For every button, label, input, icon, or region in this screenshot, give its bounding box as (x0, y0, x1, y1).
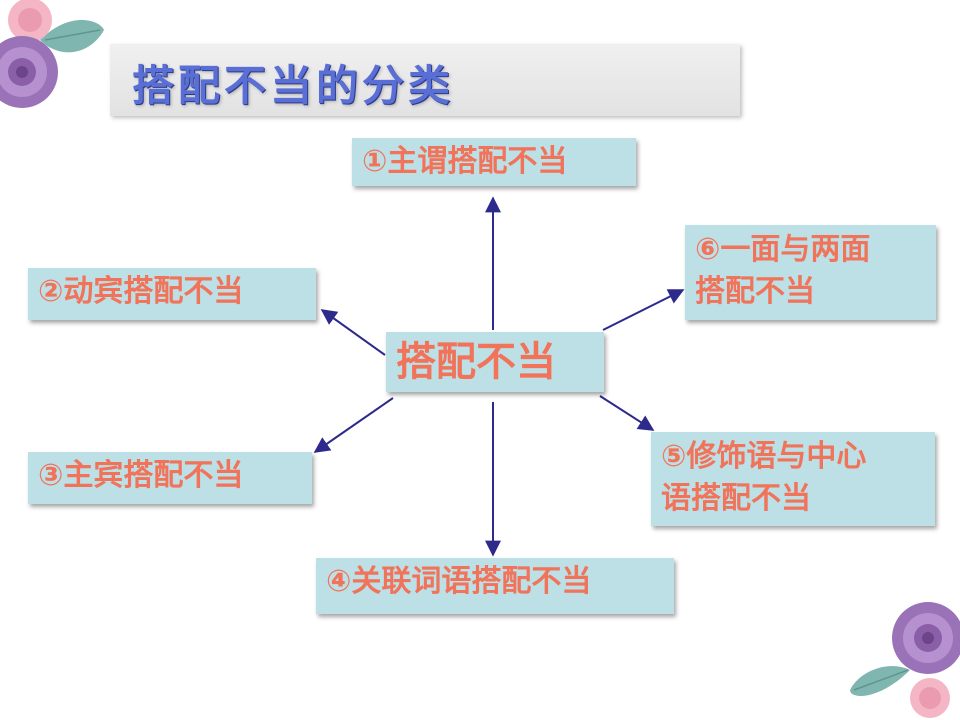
arrow-to-n3 (313, 397, 394, 453)
center-node: 搭配不当 (386, 332, 604, 392)
node-4-label: ④关联词语搭配不当 (326, 564, 592, 599)
node-verb-object: ②动宾搭配不当 (28, 268, 316, 320)
title-banner: 搭配不当的分类 (110, 44, 740, 116)
node-one-two-sides: ⑥一面与两面 搭配不当 (685, 225, 936, 320)
arrow-to-n5 (599, 395, 655, 431)
node-5-label-line1: ⑤修饰语与中心 (661, 439, 867, 474)
arrow-to-n6 (602, 289, 685, 331)
arrow-to-n2 (320, 309, 386, 356)
flower-decoration-bottom-right (850, 602, 960, 718)
node-6-label-line2: 搭配不当 (695, 274, 815, 309)
node-5-label-line2: 语搭配不当 (661, 481, 811, 516)
flower-decoration-top-left (0, 0, 104, 108)
node-subject-object: ③主宾搭配不当 (28, 452, 312, 504)
node-3-label: ③主宾搭配不当 (38, 458, 244, 493)
node-6-label-line1: ⑥一面与两面 (695, 232, 871, 267)
center-node-label: 搭配不当 (396, 339, 556, 385)
node-2-label: ②动宾搭配不当 (38, 274, 244, 309)
node-modifier-head: ⑤修饰语与中心 语搭配不当 (651, 432, 935, 526)
page-title: 搭配不当的分类 (132, 61, 455, 110)
node-subject-predicate: ①主谓搭配不当 (352, 138, 636, 186)
node-conjunction: ④关联词语搭配不当 (316, 558, 674, 614)
node-1-label: ①主谓搭配不当 (362, 144, 568, 179)
